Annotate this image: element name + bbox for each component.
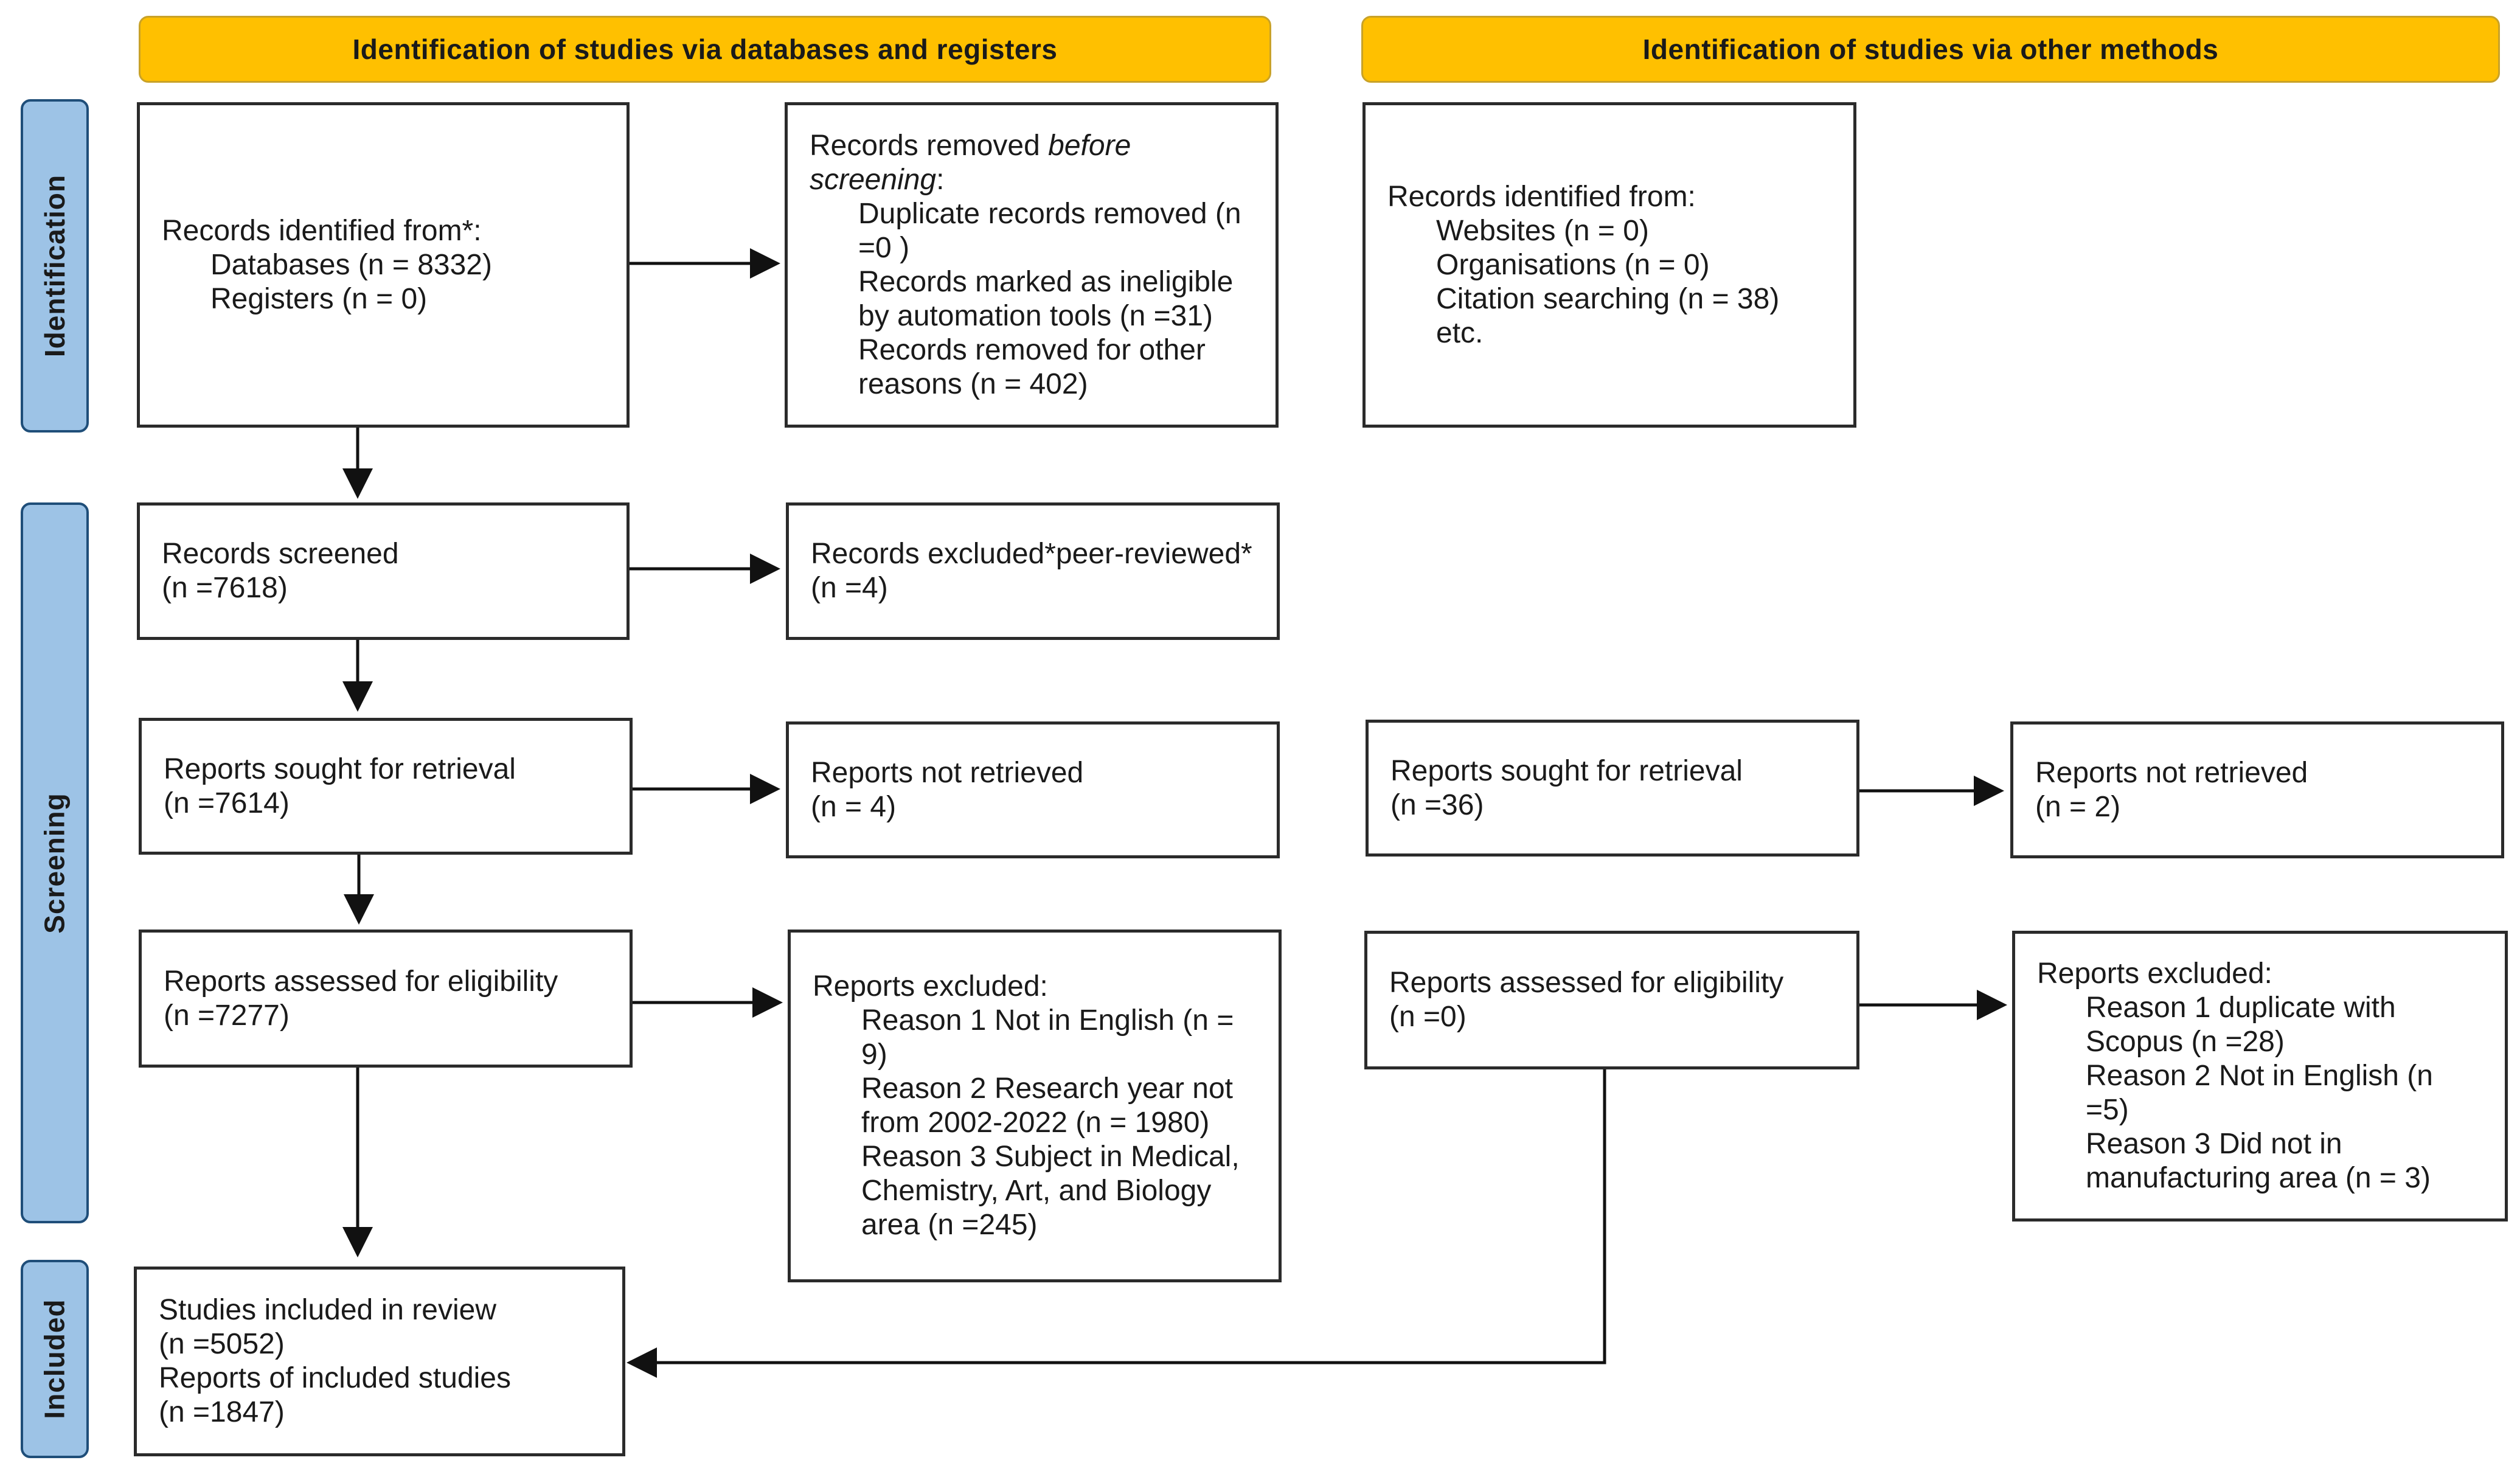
records-removed-box: Records removed before screening: Duplic…: [785, 102, 1279, 428]
phase-identification: Identification: [21, 99, 89, 433]
records-identified-title: Records identified from*:: [162, 214, 482, 247]
records-removed-automation: Records marked as ineligible by automati…: [858, 265, 1234, 332]
phase-included: Included: [21, 1260, 89, 1458]
reports-sought-title: Reports sought for retrieval: [164, 752, 516, 785]
other-records-etc: etc.: [1436, 316, 1484, 349]
header-other-methods: Identification of studies via other meth…: [1361, 16, 2500, 83]
reports-sought-box: Reports sought for retrieval (n =7614): [139, 718, 633, 855]
other-reports-sought-title: Reports sought for retrieval: [1390, 754, 1743, 787]
other-records-organisations: Organisations (n = 0): [1436, 248, 1710, 281]
reports-sought-count: (n =7614): [164, 787, 290, 819]
reports-included-title: Reports of included studies: [159, 1362, 511, 1394]
reports-not-retrieved-count: (n = 4): [811, 790, 897, 823]
other-reports-sought-box: Reports sought for retrieval (n =36): [1366, 720, 1859, 857]
header-databases: Identification of studies via databases …: [139, 16, 1271, 83]
other-records-identified-box: Records identified from: Websites (n = 0…: [1362, 102, 1856, 428]
reports-excluded-reason-3: Reason 3 Subject in Medical, Chemistry, …: [861, 1141, 1240, 1241]
reports-excluded-title: Reports excluded:: [813, 970, 1048, 1003]
other-reports-excluded-box: Reports excluded: Reason 1 duplicate wit…: [2012, 931, 2508, 1222]
other-reports-excluded-title: Reports excluded:: [2037, 957, 2272, 990]
other-reports-not-retrieved-title: Reports not retrieved: [2035, 756, 2308, 789]
records-screened-box: Records screened (n =7618): [137, 502, 630, 640]
other-reports-sought-count: (n =36): [1390, 788, 1484, 821]
studies-included-title: Studies included in review: [159, 1294, 496, 1326]
other-records-identified-title: Records identified from:: [1387, 180, 1696, 213]
reports-included-count: (n =1847): [159, 1396, 285, 1428]
records-identified-registers: Registers (n = 0): [210, 282, 428, 315]
other-reports-assessed-box: Reports assessed for eligibility (n =0): [1364, 931, 1859, 1069]
records-removed-title: Records removed before screening:: [810, 129, 1131, 196]
other-reports-assessed-count: (n =0): [1389, 1001, 1467, 1033]
reports-excluded-box: Reports excluded: Reason 1 Not in Englis…: [788, 930, 1282, 1282]
reports-excluded-reason-2: Reason 2 Research year not from 2002-202…: [861, 1072, 1234, 1139]
reports-assessed-box: Reports assessed for eligibility (n =727…: [139, 930, 633, 1068]
reports-not-retrieved-box: Reports not retrieved (n = 4): [786, 721, 1280, 858]
reports-not-retrieved-title: Reports not retrieved: [811, 756, 1084, 789]
records-removed-other: Records removed for other reasons (n = 4…: [858, 333, 1206, 400]
other-records-websites: Websites (n = 0): [1436, 214, 1649, 247]
reports-assessed-title: Reports assessed for eligibility: [164, 965, 558, 998]
records-identified-box: Records identified from*: Databases (n =…: [137, 102, 630, 428]
studies-included-box: Studies included in review (n =5052) Rep…: [134, 1267, 625, 1456]
reports-assessed-count: (n =7277): [164, 999, 290, 1032]
other-reports-assessed-title: Reports assessed for eligibility: [1389, 967, 1784, 999]
other-reports-excluded-reason-3: Reason 3 Did not in manufacturing area (…: [2086, 1128, 2431, 1194]
records-screened-count: (n =7618): [162, 572, 288, 604]
studies-included-count: (n =5052): [159, 1328, 285, 1360]
other-reports-not-retrieved-count: (n = 2): [2035, 790, 2121, 823]
records-removed-duplicates: Duplicate records removed (n =0 ): [858, 197, 1241, 264]
other-reports-excluded-reason-2: Reason 2 Not in English (n =5): [2086, 1060, 2433, 1126]
phase-screening: Screening: [21, 502, 89, 1223]
records-screened-title: Records screened: [162, 538, 399, 570]
arrow-other-assessed-to-included: [627, 1068, 1606, 1378]
reports-excluded-reason-1: Reason 1 Not in English (n = 9): [861, 1004, 1234, 1071]
other-reports-excluded-reason-1: Reason 1 duplicate with Scopus (n =28): [2086, 992, 2396, 1058]
records-excluded-box: Records excluded*peer-reviewed* (n =4): [786, 502, 1280, 640]
other-records-citation: Citation searching (n = 38): [1436, 282, 1780, 315]
records-excluded-count: (n =4): [811, 572, 888, 604]
records-identified-databases: Databases (n = 8332): [210, 248, 492, 281]
other-reports-not-retrieved-box: Reports not retrieved (n = 2): [2010, 721, 2504, 858]
records-excluded-title: Records excluded*peer-reviewed*: [811, 538, 1252, 570]
